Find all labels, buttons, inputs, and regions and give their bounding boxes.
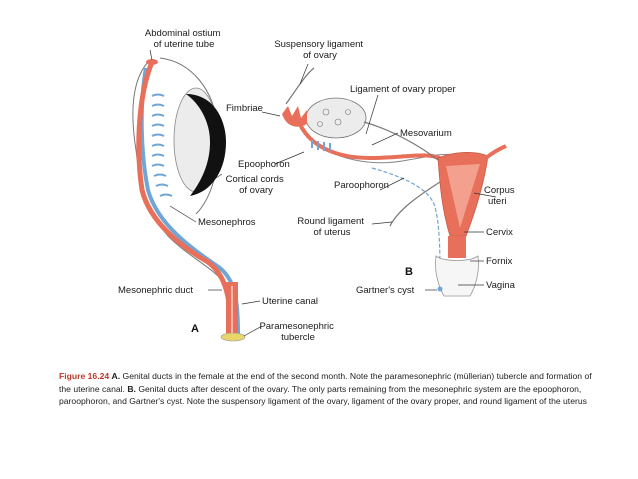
lead-epoophoron bbox=[274, 151, 305, 165]
mesonephric-tubules bbox=[151, 93, 173, 197]
panel-b-drawing bbox=[282, 63, 507, 297]
lead-suspensory-ligament bbox=[299, 63, 309, 85]
label-fimbriae: Fimbriae bbox=[226, 103, 263, 114]
panel-label-a: A bbox=[191, 323, 199, 335]
lead-abdominal-ostium bbox=[149, 49, 153, 61]
label-round-ligament: Round ligament of uterus bbox=[297, 216, 366, 238]
abdominal-ostium bbox=[146, 59, 158, 65]
caption-a-letter: A. bbox=[111, 371, 121, 381]
lead-round-ligament bbox=[371, 221, 393, 225]
paramesonephric-tubercle-a bbox=[220, 332, 246, 342]
lead-mesonephros bbox=[169, 205, 197, 223]
label-cortical-cords: Cortical cords of ovary bbox=[226, 174, 287, 196]
figure-number: Figure 16.24 bbox=[59, 371, 110, 381]
ovary-follicle bbox=[322, 108, 330, 116]
uterine-tube-right bbox=[484, 144, 507, 160]
round-ligament-shape bbox=[389, 181, 441, 227]
uterine-cavity bbox=[446, 164, 480, 228]
ovary-b bbox=[305, 97, 367, 139]
label-fornix: Fornix bbox=[486, 256, 513, 267]
label-paroophoron: Paroophoron bbox=[334, 180, 389, 191]
lead-fimbriae bbox=[261, 111, 281, 117]
caption-b-text: Genital ducts after descent of the ovary… bbox=[59, 383, 587, 407]
epoophoron-tubules bbox=[311, 140, 331, 151]
lead-corpus-uteri bbox=[473, 192, 497, 198]
panel-label-b: B bbox=[405, 266, 413, 278]
gartners-cyst-shape bbox=[437, 286, 443, 292]
label-uterine-canal: Uterine canal bbox=[262, 296, 318, 307]
fimbriae-shape bbox=[282, 106, 307, 127]
suspensory-ligament-shape bbox=[285, 67, 315, 105]
lead-cortical-cords bbox=[215, 173, 223, 179]
label-mesonephric-duct: Mesonephric duct bbox=[118, 285, 193, 296]
panel-a-drawing bbox=[132, 49, 305, 342]
ligament-ovary-proper-shape bbox=[363, 121, 439, 161]
paramesonephric-duct-a bbox=[136, 61, 235, 335]
lead-uterine-canal bbox=[241, 300, 261, 305]
cortical-cords-shape bbox=[186, 94, 226, 196]
label-epoophoron: Epoophoron bbox=[238, 159, 290, 170]
label-vagina: Vagina bbox=[486, 280, 516, 291]
ovary-follicle bbox=[345, 109, 351, 115]
ovary-follicle bbox=[334, 118, 342, 126]
vagina-shape bbox=[435, 255, 479, 297]
lead-paroophoron bbox=[379, 177, 405, 191]
figure-caption: Figure 16.24 A. Genital ducts in the fem… bbox=[59, 370, 604, 408]
ovary-follicle bbox=[317, 121, 323, 127]
label-mesovarium: Mesovarium bbox=[400, 128, 452, 139]
mesonephric-duct-remnant bbox=[371, 167, 441, 281]
caption-a-text: Genital ducts in the female at the end o… bbox=[59, 371, 592, 394]
label-gartners-cyst: Gartner's cyst bbox=[356, 285, 415, 296]
label-cervix: Cervix bbox=[486, 227, 513, 238]
cervix-shape bbox=[448, 236, 466, 258]
caption-b-letter: B. bbox=[127, 383, 136, 394]
label-corpus-uteri: Corpus uteri bbox=[484, 185, 517, 207]
lead-mesovarium bbox=[371, 132, 399, 146]
lead-paramesonephric-tubercle bbox=[243, 325, 263, 337]
label-abdominal-ostium: Abdominal ostium of uterine tube bbox=[145, 28, 223, 50]
label-mesonephros: Mesonephros bbox=[198, 217, 256, 228]
label-paramesonephric-tubercle: Paramesonephric tubercle bbox=[259, 321, 336, 343]
label-ligament-ovary-proper: Ligament of ovary proper bbox=[350, 84, 456, 95]
lead-ligament-ovary-proper bbox=[365, 94, 379, 135]
label-suspensory-ligament: Suspensory ligament of ovary bbox=[274, 39, 365, 61]
